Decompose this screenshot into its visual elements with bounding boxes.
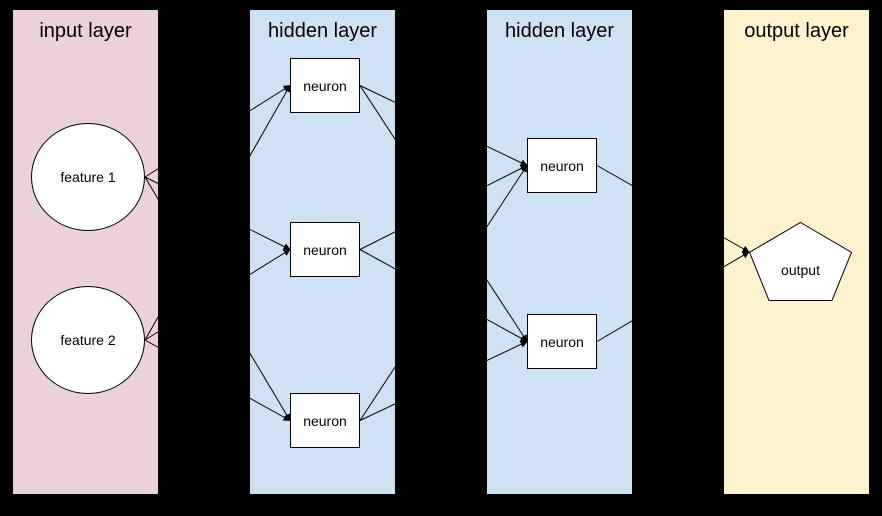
edge-feature1-to-neuron1 [144,85,291,178]
node-neuron-2-label: neuron [303,241,347,258]
edge-feature2-to-neuron1 [144,84,291,341]
node-feature-2: feature 2 [31,286,145,394]
edge-neuron3-to-neuron4 [359,164,528,421]
panel-hidden-layer-2: hidden layer [487,10,632,494]
layer-title-hidden-1: hidden layer [268,20,377,42]
edge-feature2-to-neuron2 [144,249,291,341]
layer-title-output: output layer [744,20,849,42]
edge-neuron2-to-neuron5 [359,249,528,342]
node-neuron-1: neuron [290,58,360,113]
node-feature-1: feature 1 [31,123,145,231]
node-output: output [749,222,852,301]
edge-neuron3-to-neuron5 [359,341,528,421]
edge-feature2-to-neuron3 [144,339,291,421]
node-neuron-4-label: neuron [540,157,584,174]
edge-feature1-to-neuron3 [144,176,291,422]
edge-neuron2-to-neuron4 [359,165,528,250]
edge-neuron1-to-neuron5 [359,85,528,343]
node-output-pentagon-shape [748,221,853,301]
layer-title-hidden-2: hidden layer [505,20,614,42]
node-neuron-1-label: neuron [303,77,347,94]
node-neuron-3: neuron [290,393,360,448]
node-neuron-4: neuron [527,138,597,193]
node-output-label: output [781,261,820,278]
edge-neuron5-to-output [596,251,750,342]
edge-neuron4-to-output [596,165,750,253]
layer-title-input: input layer [39,20,132,42]
node-neuron-5: neuron [527,314,597,369]
node-neuron-5-label: neuron [540,333,584,350]
node-feature-2-label: feature 2 [60,332,116,348]
panel-input-layer: input layer [13,10,158,494]
node-neuron-2: neuron [290,222,360,277]
node-neuron-3-label: neuron [303,412,347,429]
edge-neuron1-to-neuron4 [359,85,528,166]
node-feature-1-label: feature 1 [60,169,116,185]
